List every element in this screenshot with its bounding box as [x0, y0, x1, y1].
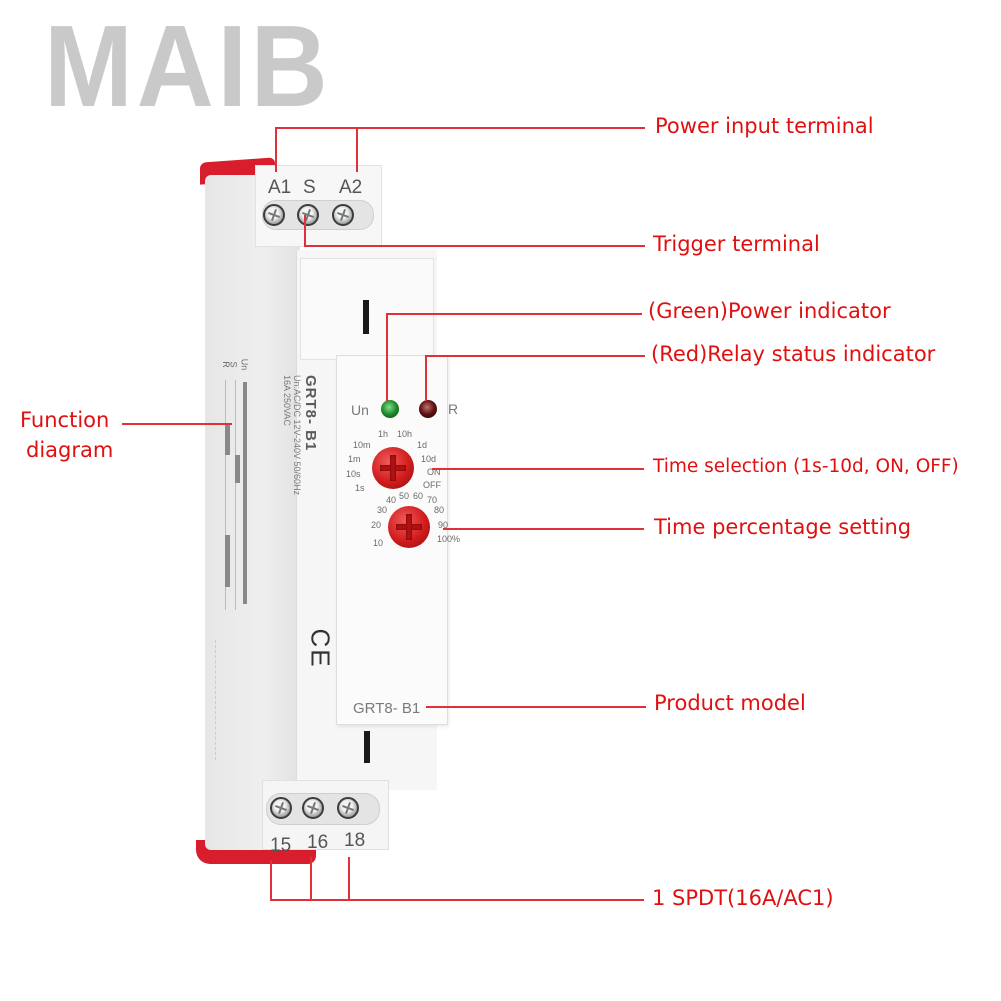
diagram-label-un: Un [239, 358, 250, 371]
time-dial-label-1h: 1h [378, 429, 389, 439]
time-selection-knob[interactable] [372, 447, 414, 489]
callout-product-model: Product model [654, 691, 806, 715]
leader-time-selection [432, 468, 644, 470]
leader-contacts-18 [348, 857, 350, 900]
screw-16[interactable] [302, 797, 324, 819]
leader-product-model [426, 706, 646, 708]
side-model-text: GRT8- B1 [302, 375, 319, 452]
watermark-logo: MAIB [44, 1, 332, 131]
diagram-label-s: S [228, 361, 239, 368]
terminal-label-a2: A2 [339, 177, 363, 198]
time-dial-label-off: OFF [423, 480, 441, 490]
percent-dial-label-20: 20 [371, 520, 382, 530]
callout-trigger: Trigger terminal [653, 232, 820, 256]
time-dial-label-10h: 10h [397, 429, 413, 439]
relay-indicator-label: R [448, 401, 459, 417]
screw-s[interactable] [297, 204, 319, 226]
terminal-label-16: 16 [307, 832, 329, 853]
front-model-text: GRT8- B1 [353, 700, 421, 717]
time-dial-label-1m: 1m [348, 454, 361, 464]
time-dial-label-10m: 10m [353, 440, 371, 450]
callout-relay-indicator: (Red)Relay status indicator [651, 342, 936, 366]
time-dial-label-on: ON [427, 467, 441, 477]
percent-dial-label-10: 10 [373, 538, 384, 548]
leader-power-indicator [386, 313, 642, 315]
percent-dial-label-30: 30 [377, 505, 388, 515]
lower-slot-mark [364, 731, 370, 763]
terminal-label-15: 15 [270, 835, 292, 856]
screw-18[interactable] [337, 797, 359, 819]
power-led [381, 400, 399, 418]
callout-function-diagram-line2: diagram [26, 438, 114, 462]
terminal-label-s: S [303, 177, 316, 198]
percent-dial-label-50: 50 [399, 491, 410, 501]
leader-contacts-15 [270, 860, 272, 900]
percent-dial-label-70: 70 [427, 495, 438, 505]
time-percentage-knob[interactable] [388, 506, 430, 548]
time-dial-label-10d: 10d [421, 454, 437, 464]
callout-contacts: 1 SPDT(16A/AC1) [652, 886, 834, 910]
leader-time-percentage [443, 528, 644, 530]
callout-power-indicator: (Green)Power indicator [648, 299, 891, 323]
leader-function-diagram [122, 423, 232, 425]
upper-slot-mark [363, 300, 369, 334]
terminal-label-18: 18 [344, 830, 366, 851]
leader-relay-indicator-v [425, 355, 427, 401]
leader-power-input-a1 [275, 127, 277, 172]
leader-power-input [275, 127, 645, 129]
screw-a1[interactable] [263, 204, 285, 226]
side-label-block: GRT8- B1 Un:AC/DC 12V-240V 50/60Hz 16A 2… [282, 375, 338, 705]
leader-power-indicator-v [386, 313, 388, 401]
percent-dial-label-80: 80 [434, 505, 445, 515]
percent-dial-label-40: 40 [386, 495, 397, 505]
time-dial-label-1s: 1s [355, 483, 365, 493]
leader-contacts-16 [310, 857, 312, 900]
side-rating-line1: Un:AC/DC 12V-240V 50/60Hz [292, 375, 302, 496]
leader-relay-indicator [425, 355, 645, 357]
percent-dial-label-100: 100% [437, 534, 461, 544]
percent-dial-label-90: 90 [438, 520, 449, 530]
contact-symbols [215, 640, 276, 760]
time-dial-label-1d: 1d [417, 440, 428, 450]
time-dial-label-10s: 10s [346, 469, 361, 479]
leader-power-input-a2 [356, 127, 358, 172]
callout-time-percentage: Time percentage setting [654, 515, 912, 539]
leader-trigger [304, 245, 645, 247]
side-rating-line2: 16A 250VAC [282, 375, 292, 426]
ce-mark: CE [305, 628, 336, 669]
callout-function-diagram-line1: Function [20, 408, 110, 432]
function-diagram: R S Un [220, 358, 250, 610]
leader-contacts [270, 899, 644, 901]
callout-power-input: Power input terminal [655, 114, 874, 138]
leader-trigger-v [304, 215, 306, 246]
percent-dial-label-60: 60 [413, 491, 424, 501]
screw-15[interactable] [270, 797, 292, 819]
relay-led [419, 400, 437, 418]
terminal-label-a1: A1 [268, 177, 292, 198]
callout-time-selection: Time selection (1s-10d, ON, OFF) [653, 456, 959, 477]
side-panel [205, 175, 300, 850]
power-indicator-label: Un [351, 402, 369, 418]
screw-a2[interactable] [332, 204, 354, 226]
